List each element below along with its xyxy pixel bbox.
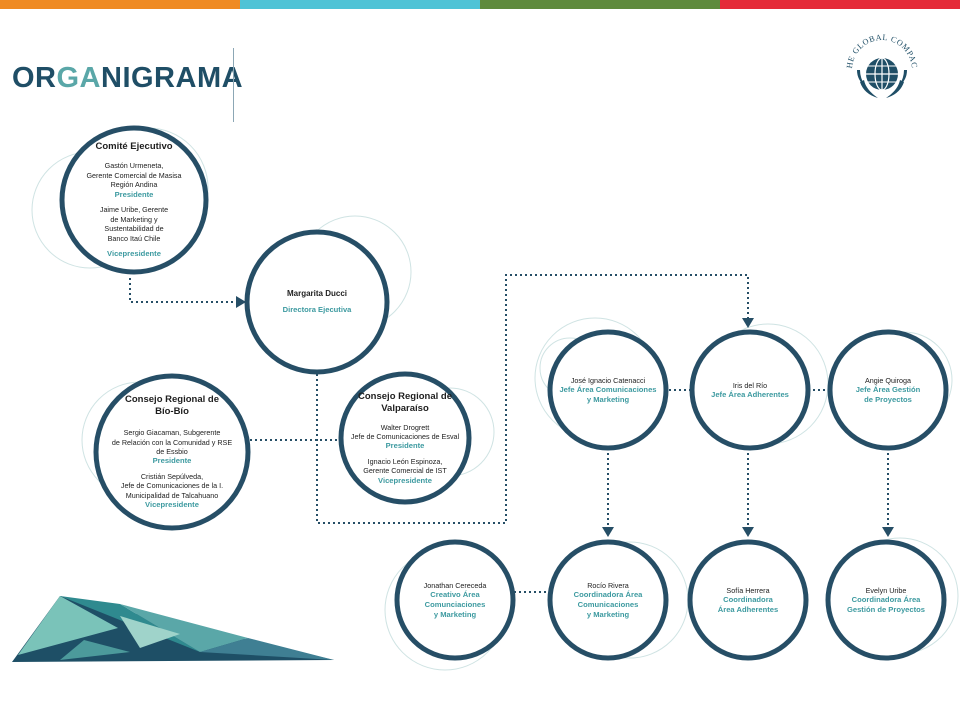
rocio-role-2: Comunicaciones [577, 599, 639, 609]
comite-line-6: Sustentabilidad de [104, 224, 164, 234]
node-evelyn-uribe: Evelyn Uribe Coordinadora Área Gestión d… [828, 542, 944, 658]
catenacci-name: José Ignacio Catenacci [570, 375, 646, 385]
laurel-icon [857, 70, 907, 98]
valparaiso-line-4: Gerente Comercial de IST [363, 466, 447, 476]
node-sofia-herrera: Sofía Herrera Coordinadora Área Adherent… [690, 542, 806, 658]
node-margarita-ducci: Margarita Ducci Directora Ejecutiva [247, 232, 387, 372]
biobio-heading-2: Bío-Bío [155, 406, 189, 418]
biobio-line-5: Jefe de Comunicaciones de la I. [120, 481, 224, 491]
decorative-triangles [12, 596, 334, 662]
biobio-line-2: de Relación con la Comunidad y RSE [111, 437, 233, 447]
biobio-line-6: Municipalidad de Talcahuano [125, 490, 219, 500]
biobio-heading-1: Consejo Regional de [125, 394, 219, 406]
evelyn-role-2: Gestión de Proyectos [846, 604, 926, 614]
connectors [129, 274, 889, 593]
arrowheads [236, 296, 894, 537]
rocio-name: Rocío Rivera [587, 580, 629, 590]
sofia-role-1: Coordinadora [723, 595, 773, 605]
rocio-role-1: Coordinadora Área [573, 590, 643, 600]
valparaiso-line-3: Ignacio León Espinoza, [367, 457, 443, 466]
node-angie-quiroga: Angie Quiroga Jefe Área Gestión de Proye… [830, 332, 946, 448]
biobio-role-1: Presidente [152, 456, 192, 466]
top-bar-green [480, 0, 720, 9]
jonathan-role-3: y Marketing [433, 609, 477, 619]
biobio-line-4: Cristián Sepúlveda, [140, 472, 204, 481]
sofia-name: Sofía Herrera [726, 585, 770, 595]
comite-line-1: Gastón Urmeneta, [104, 161, 164, 171]
node-iris-del-rio: Iris del Río Jefe Área Adherentes [692, 332, 808, 448]
valparaiso-heading-1: Consejo Regional de [358, 390, 452, 402]
title-part-3: NIGRAMA [101, 62, 244, 94]
jonathan-role-1: Creativo Área [430, 590, 480, 600]
sofia-role-2: Área Adherentes [717, 604, 779, 614]
node-catenacci: José Ignacio Catenacci Jefe Área Comunic… [550, 332, 666, 448]
angie-name: Angie Quiroga [865, 375, 911, 385]
top-bar-red [720, 0, 960, 9]
comite-line-4: Jaime Uribe, Gerente [99, 205, 169, 215]
title-part-2: GA [56, 62, 101, 94]
node-rocio-rivera: Rocío Rivera Coordinadora Área Comunicac… [550, 542, 666, 658]
comite-role-1: Presidente [114, 189, 154, 199]
jonathan-role-2: Comunciaciones [424, 599, 486, 609]
biobio-role-2: Vicepresidente [145, 500, 199, 510]
valparaiso-role-2: Vicepresidente [378, 475, 432, 485]
page-title: ORGANIGRAMA [12, 62, 243, 95]
comite-line-2: Gerente Comercial de Masisa [86, 170, 182, 180]
catenacci-role-1: Jefe Área Comunicaciones [559, 385, 657, 395]
node-rings [59, 125, 949, 661]
title-divider [233, 48, 234, 122]
valparaiso-heading-2: Valparaíso [381, 402, 429, 414]
valparaiso-line-2: Jefe de Comunicaciones de Esval [350, 432, 460, 441]
top-color-bar [0, 0, 960, 9]
catenacci-role-2: y Marketing [586, 394, 630, 404]
global-compact-logo: THE GLOBAL COMPACT [840, 24, 918, 98]
top-bar-orange [0, 0, 240, 9]
rocio-role-3: y Marketing [586, 609, 630, 619]
valparaiso-role-1: Presidente [385, 441, 425, 451]
valparaiso-line-1: Walter Drogrett [380, 422, 430, 432]
iris-name: Iris del Río [732, 380, 768, 390]
comite-line-7: Banco Itaú Chile [107, 233, 161, 243]
comite-role-2: Vicepresidente [107, 248, 161, 258]
biobio-line-3: de Essbio [156, 447, 188, 456]
comite-line-3: Región Andina [110, 180, 158, 190]
top-bar-teal [240, 0, 480, 9]
margarita-role: Directora Ejecutiva [282, 305, 352, 315]
globe-icon [866, 57, 898, 91]
angie-role-2: de Proyectos [864, 394, 912, 404]
node-comite-ejecutivo: Comité Ejecutivo Gastón Urmeneta, Gerent… [62, 128, 206, 272]
evelyn-name: Evelyn Uribe [865, 585, 907, 595]
evelyn-role-1: Coordinadora Área [851, 595, 921, 605]
biobio-line-1: Sergio Giacaman, Subgerente [123, 428, 221, 438]
jonathan-name: Jonathan Cereceda [423, 580, 487, 590]
comite-heading: Comité Ejecutivo [95, 141, 173, 153]
comite-line-5: de Marketing y [110, 214, 158, 224]
margarita-name: Margarita Ducci [286, 289, 348, 299]
angie-role-1: Jefe Área Gestión [855, 385, 921, 395]
title-part-1: OR [12, 62, 57, 94]
node-jonathan-cereceda: Jonathan Cereceda Creativo Área Comuncia… [397, 542, 513, 658]
iris-role-1: Jefe Área Adherentes [711, 389, 789, 399]
